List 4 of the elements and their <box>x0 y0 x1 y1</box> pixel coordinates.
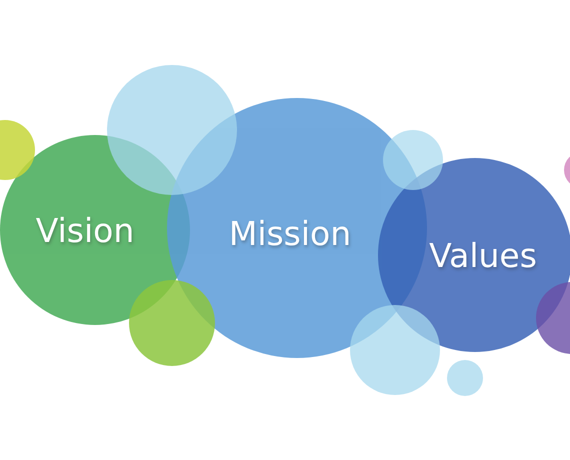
circle-label: Mission <box>228 214 352 252</box>
circle-label: Values <box>429 236 537 274</box>
circle-label: Vision <box>36 210 134 250</box>
circle-shape <box>447 360 483 396</box>
